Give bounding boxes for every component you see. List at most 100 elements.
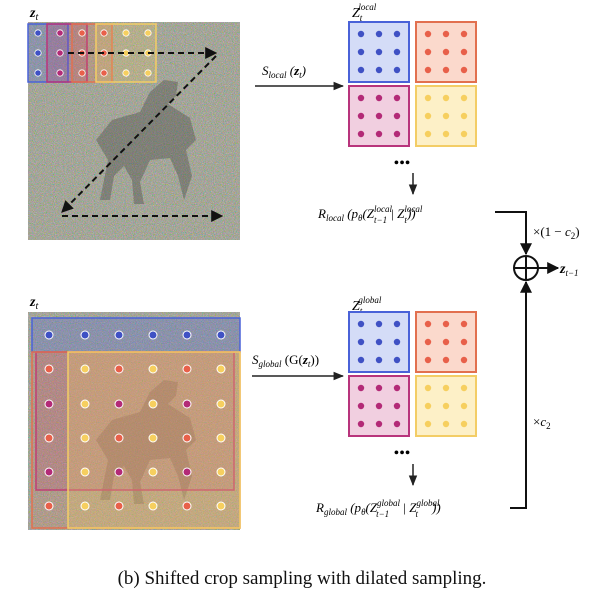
local-tile-dot [424, 94, 432, 102]
local-tile-dot [375, 112, 383, 120]
global-tile-dot [393, 320, 401, 328]
local-tile-dot [393, 112, 401, 120]
global-crop-dot [114, 467, 124, 477]
global-tile-dot [393, 384, 401, 392]
global-crop-dot [44, 433, 54, 443]
global-crop-dot [182, 433, 192, 443]
global-crop-magenta [35, 351, 235, 491]
global-crop-dot [44, 467, 54, 477]
global-crop-dot [182, 330, 192, 340]
global-crop-dot [216, 399, 226, 409]
global-tile-dot [357, 320, 365, 328]
global-crop-dot [80, 467, 90, 477]
local-tile-dot [442, 66, 450, 74]
local-input-label: zt [29, 6, 38, 23]
global-tile-dot [375, 338, 383, 346]
global-crop-dots [44, 330, 226, 511]
global-tile-dot [357, 384, 365, 392]
local-crop-dot [78, 69, 86, 77]
local-tile-dot [375, 48, 383, 56]
local-crop-dot [100, 69, 108, 77]
global-tile-dot [442, 320, 450, 328]
local-tile-dot [357, 112, 365, 120]
global-tile-dot [375, 402, 383, 410]
local-tile-dot [357, 94, 365, 102]
global-tile-dot [424, 338, 432, 346]
sum-operator-icon [513, 255, 539, 281]
local-tile-dot [460, 66, 468, 74]
global-tile-dot [460, 384, 468, 392]
local-tile-grid [348, 21, 477, 147]
global-tile-dot [424, 384, 432, 392]
global-crop-dot [114, 501, 124, 511]
local-sampler-label: Slocal (zt) [262, 63, 306, 80]
local-tile-dot [442, 48, 450, 56]
global-input-label: zt [29, 295, 38, 312]
local-crop-dot [78, 29, 86, 37]
global-sampler-label: Sglobal (G(zt)) [252, 352, 319, 369]
local-tile-dot [375, 66, 383, 74]
global-tile-dot [393, 420, 401, 428]
global-tile-dot [424, 356, 432, 364]
local-ellipsis: ••• [394, 155, 411, 172]
local-crop-dot [56, 69, 64, 77]
local-weight-label: ×(1 − c2) [533, 224, 580, 241]
global-tile-dot [442, 420, 450, 428]
local-tile-dot [442, 112, 450, 120]
global-tile-dot [375, 384, 383, 392]
global-tile-dot [393, 402, 401, 410]
global-crop-dot [44, 501, 54, 511]
global-crop-dot [216, 330, 226, 340]
local-tile-dot [424, 30, 432, 38]
global-ellipsis: ••• [394, 445, 411, 462]
local-tile-dot [442, 30, 450, 38]
local-tile-dot [460, 112, 468, 120]
local-crop-dot [56, 49, 64, 57]
local-tile-dot [442, 94, 450, 102]
global-crop-dot [114, 330, 124, 340]
local-tile-dot [442, 130, 450, 138]
global-crop-dot [216, 501, 226, 511]
merge-output-label: zt−1 [559, 262, 579, 278]
scan-path [61, 47, 224, 222]
local-tile-dot [460, 130, 468, 138]
local-tile-dot [460, 48, 468, 56]
local-crop-dot [56, 29, 64, 37]
local-tile-dot [393, 66, 401, 74]
global-noisy-image [28, 312, 240, 530]
local-tile-dot [393, 48, 401, 56]
global-tile-dot [460, 356, 468, 364]
local-crop-dot [100, 29, 108, 37]
global-tile-grid [348, 311, 477, 437]
global-crop-orange [31, 351, 241, 529]
local-tile-dot [357, 130, 365, 138]
global-crop-dot [80, 399, 90, 409]
local-tile-dot [375, 130, 383, 138]
local-tile-dot [424, 48, 432, 56]
local-crop-dot [122, 29, 130, 37]
global-tile-dot [357, 420, 365, 428]
global-crop-dot [80, 364, 90, 374]
global-tile-dot [460, 402, 468, 410]
local-tile-dot [357, 30, 365, 38]
global-crop-dot [114, 399, 124, 409]
global-tile-dot [357, 338, 365, 346]
global-crop-dot [148, 501, 158, 511]
local-crop-dot [34, 29, 42, 37]
global-branch: zt Sglobal (G(zt)) Ztglobal ••• Rglobal … [28, 295, 477, 530]
local-tile-dot [357, 48, 365, 56]
local-tile-dot [393, 130, 401, 138]
global-crop-dot [80, 433, 90, 443]
global-tile-dot [442, 356, 450, 364]
global-tile-dot [460, 420, 468, 428]
figure-caption: (b) Shifted crop sampling with dilated s… [117, 568, 487, 589]
merge-section: ×(1 − c2) ×c2 zt−1 [495, 211, 580, 509]
global-crop-dot [80, 501, 90, 511]
horse-silhouette-global [96, 380, 196, 504]
global-crop-dot [148, 433, 158, 443]
global-crop-dot [148, 399, 158, 409]
global-tile-dot [375, 356, 383, 364]
global-tile-dot [393, 338, 401, 346]
global-crop-dot [182, 399, 192, 409]
local-tile-dot [424, 66, 432, 74]
